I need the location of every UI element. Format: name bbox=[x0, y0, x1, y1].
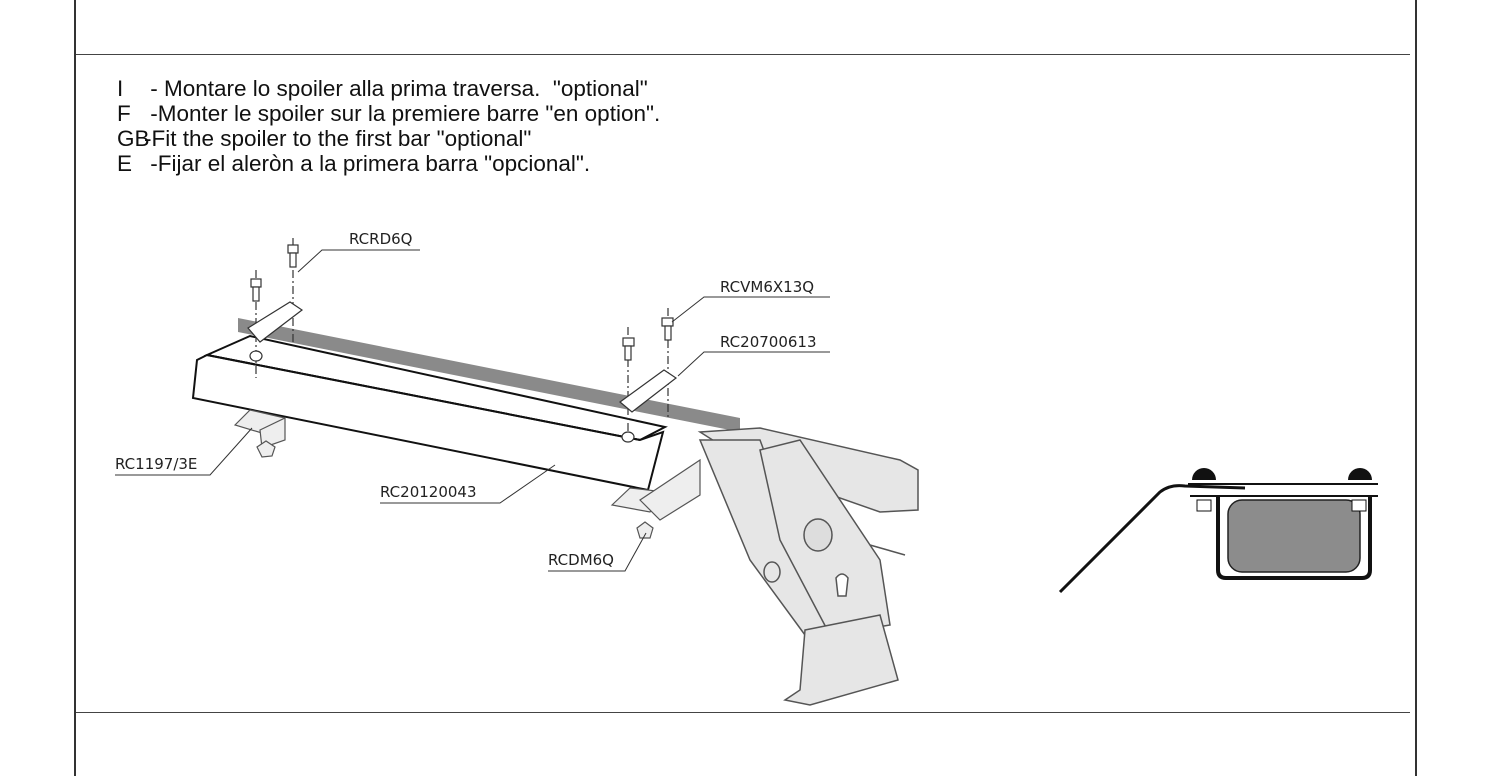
spoiler bbox=[191, 334, 668, 492]
label-bracket: RC1197/3E bbox=[115, 455, 197, 473]
leader-lines bbox=[115, 249, 830, 572]
divider-bottom bbox=[76, 712, 1410, 713]
divider-top bbox=[76, 54, 1410, 55]
page-border-left bbox=[74, 0, 76, 776]
instruction-es: E -Fijar el aleròn a la primera barra "o… bbox=[117, 151, 591, 176]
roof-bar bbox=[238, 318, 740, 432]
label-plate: RC20700613 bbox=[720, 333, 817, 351]
page-border-right bbox=[1415, 0, 1417, 776]
label-nut: RCDM6Q bbox=[548, 551, 614, 569]
cross-section-detail bbox=[1058, 468, 1378, 594]
bracket-right bbox=[610, 458, 701, 539]
instruction-it: I - Montare lo spoiler alla prima traver… bbox=[117, 76, 648, 101]
label-spoiler: RC20120043 bbox=[380, 483, 477, 501]
bracket-left bbox=[233, 409, 287, 458]
label-screw-right: RCVM6X13Q bbox=[720, 278, 814, 296]
instructions: I - Montare lo spoiler alla prima traver… bbox=[117, 76, 660, 176]
label-screw-top: RCRD6Q bbox=[349, 230, 412, 248]
instruction-gb: GB-Fit the spoiler to the first bar "opt… bbox=[117, 126, 532, 151]
instruction-fr: F -Monter le spoiler sur la premiere bar… bbox=[117, 101, 661, 126]
roof-rack-foot bbox=[697, 427, 919, 706]
fasteners bbox=[247, 238, 678, 443]
